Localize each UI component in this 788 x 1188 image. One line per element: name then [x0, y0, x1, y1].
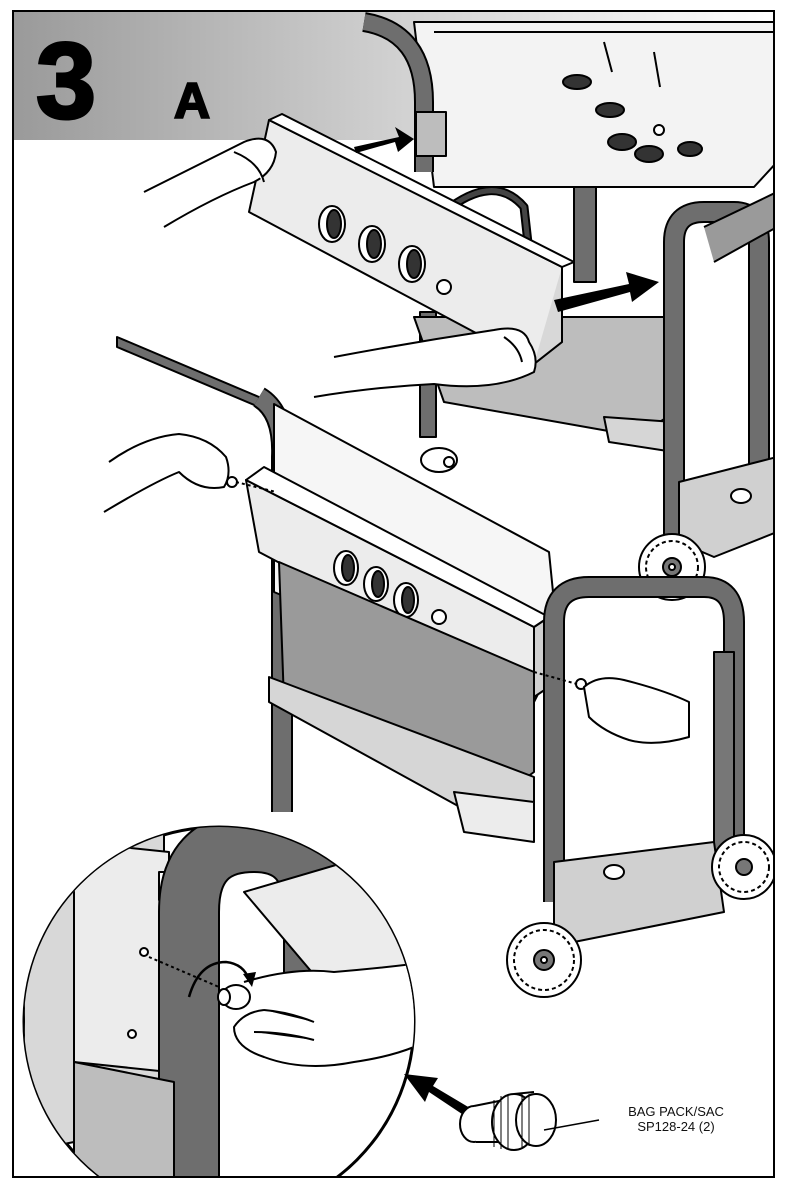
step-digit: 3 — [36, 30, 96, 140]
step-letter: A — [174, 73, 210, 129]
knob-icon — [393, 582, 419, 618]
grill-middle-assembly — [116, 336, 773, 998]
hand-icon — [103, 433, 230, 513]
hand-icon — [143, 137, 277, 228]
illustration-frame: 3 A BAG PACK/SAC SP128-24 (2) — [12, 10, 775, 1178]
step-number: 3 A — [36, 30, 211, 140]
part-name: BAG PACK/SAC — [628, 1104, 724, 1119]
knob-icon — [363, 566, 389, 602]
hand-icon — [313, 327, 537, 398]
arrow-icon — [354, 127, 414, 153]
wheel-icon — [506, 922, 582, 998]
assembly-illustration — [14, 12, 773, 1176]
detail-magnifier — [22, 825, 416, 1176]
hand-icon — [583, 677, 690, 744]
arrow-icon — [404, 1074, 480, 1122]
knob-icon — [358, 225, 386, 263]
callout-leader-line — [543, 1119, 600, 1131]
knob-icon — [398, 245, 426, 283]
rotate-arrow-icon — [187, 960, 256, 998]
knob-icon — [318, 205, 346, 243]
arrow-icon — [554, 272, 659, 312]
wheel-icon — [711, 834, 773, 900]
knob-icon — [333, 550, 359, 586]
part-code: SP128-24 (2) — [637, 1119, 715, 1134]
thumbscrew-icon — [459, 1091, 557, 1151]
control-panel-top — [248, 113, 575, 365]
part-callout: BAG PACK/SAC SP128-24 (2) — [606, 1104, 746, 1134]
